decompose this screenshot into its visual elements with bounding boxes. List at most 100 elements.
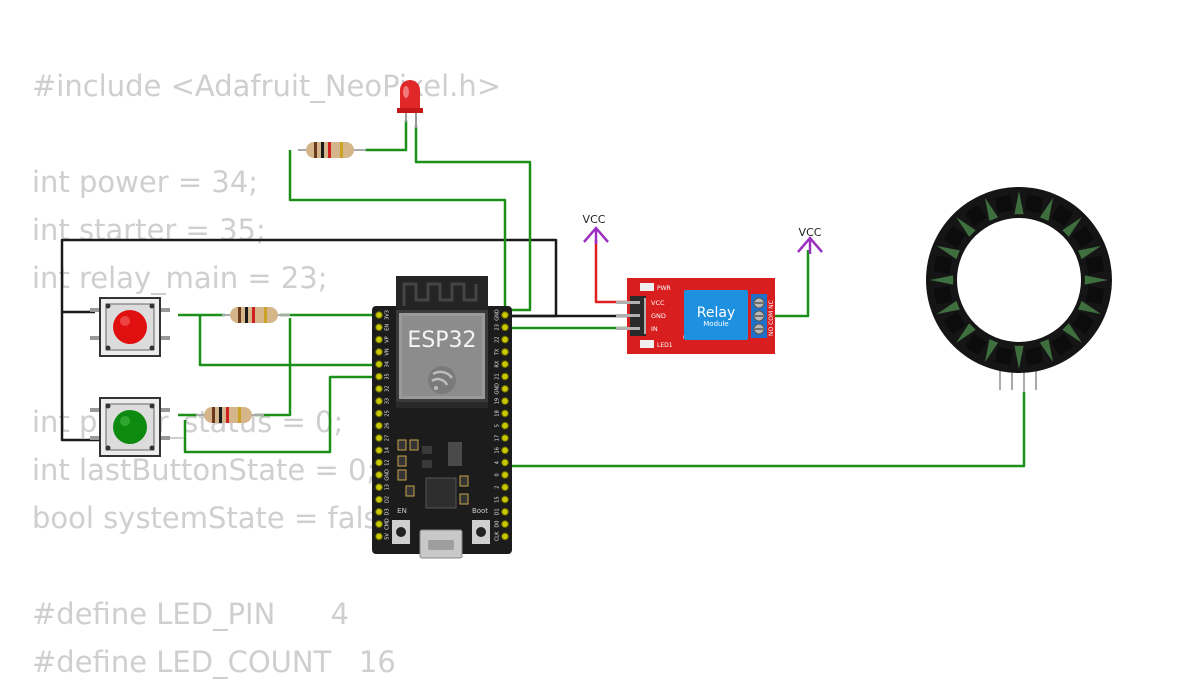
esp32-pin-left[interactable]: [375, 421, 383, 430]
esp32-pin-right[interactable]: [501, 508, 509, 516]
micro-usb-port[interactable]: [419, 529, 463, 559]
boot-button-label: Boot: [472, 507, 488, 515]
relay-module[interactable]: VCC GND IN PWR LED1 Relay Module NO COM …: [616, 278, 775, 354]
neopixel-ring[interactable]: [926, 187, 1112, 392]
esp32-pin-right[interactable]: [501, 434, 509, 442]
esp32-pin-label: 4: [495, 461, 501, 464]
esp32-pin-right[interactable]: [501, 446, 509, 455]
esp32-pin-right[interactable]: [501, 360, 509, 369]
esp32-pin-left[interactable]: [375, 508, 383, 516]
esp32-pin-label: GND: [495, 309, 501, 321]
esp32-pin-left[interactable]: [375, 372, 383, 381]
esp32-board[interactable]: ESP32 EN Boot: [372, 276, 512, 559]
vcc-label-right: VCC: [799, 226, 822, 239]
code-line: #define LED_COUNT 16: [32, 645, 396, 679]
wire-green-button-resistor[interactable]: [255, 318, 292, 417]
esp32-pin-left[interactable]: [375, 397, 383, 405]
esp32-pin-right[interactable]: [501, 385, 509, 393]
esp32-pin-right[interactable]: [501, 483, 509, 492]
esp32-pin-label: GND: [495, 383, 501, 395]
esp32-pin-left[interactable]: [375, 434, 383, 442]
wire-gnd-left-bus[interactable]: [60, 310, 100, 442]
wire-relay-vcc[interactable]: [594, 240, 632, 304]
esp32-pin-right[interactable]: [501, 495, 509, 504]
esp32-pin-right[interactable]: [501, 532, 509, 541]
esp32-pin-label: GND: [385, 469, 391, 481]
green-push-button[interactable]: [90, 397, 170, 457]
esp32-pin-label: TX: [495, 348, 501, 356]
wire-green-button-gpio[interactable]: [183, 375, 378, 454]
esp32-pin-label: 2: [495, 486, 501, 489]
wire-led-cathode[interactable]: [414, 125, 532, 312]
esp32-pin-left[interactable]: [375, 471, 383, 479]
esp32-pin-label: 32: [385, 386, 391, 392]
esp32-pin-label: 14: [385, 447, 391, 453]
esp32-pin-left[interactable]: [375, 385, 383, 393]
neopixel-led: [1051, 204, 1074, 227]
relay-pin-vcc: VCC: [651, 299, 665, 307]
red-led[interactable]: [397, 80, 423, 128]
esp32-pin-left[interactable]: [375, 532, 383, 541]
esp32-pin-right[interactable]: [501, 335, 509, 344]
wire-relay-contact-vcc[interactable]: [768, 250, 810, 318]
esp32-pin-right[interactable]: [501, 397, 509, 405]
wire-red-button-gpio[interactable]: [198, 315, 378, 367]
code-line: #include <Adafruit_NeoPixel.h>: [32, 69, 502, 103]
relay-subtitle: Module: [703, 320, 728, 328]
circuit-canvas: VCC VCC: [60, 80, 1112, 559]
ring-separator: [1062, 217, 1082, 237]
esp32-pin-label: 19: [495, 398, 501, 404]
esp32-pin-left[interactable]: [375, 458, 383, 467]
esp32-pin-label: 5V: [385, 533, 391, 540]
esp32-pin-left[interactable]: [375, 409, 383, 418]
esp32-pin-right[interactable]: [501, 421, 509, 430]
esp32-pin-label: D2: [385, 496, 391, 503]
esp32-pin-left[interactable]: [375, 495, 383, 504]
esp32-pin-left[interactable]: [375, 483, 383, 492]
esp32-pin-right[interactable]: [501, 311, 509, 319]
ring-separator: [1084, 275, 1108, 285]
esp32-pin-label: D3: [385, 508, 391, 515]
resistor-red-button[interactable]: [222, 307, 290, 323]
esp32-pin-label: 27: [385, 435, 391, 441]
red-push-button[interactable]: [90, 297, 170, 357]
ring-separator: [1039, 197, 1054, 221]
esp32-pin-label: 34: [385, 361, 391, 367]
resistor-green-button[interactable]: [196, 407, 264, 423]
antenna-trace: [402, 282, 478, 306]
esp32-pin-left[interactable]: [375, 446, 383, 455]
esp32-pin-right[interactable]: [501, 471, 509, 479]
neopixel-led: [933, 255, 953, 275]
relay-led1-label: LED1: [657, 342, 673, 349]
boot-button[interactable]: [472, 520, 490, 544]
esp32-pin-left[interactable]: [375, 360, 383, 369]
ring-separator: [984, 197, 999, 221]
wire-led-resistor[interactable]: [288, 150, 507, 312]
esp32-pin-left[interactable]: [375, 323, 383, 332]
resistor-led[interactable]: [298, 142, 366, 158]
esp32-pin-label: 25: [385, 410, 391, 416]
en-button[interactable]: [392, 520, 410, 544]
esp32-pin-right[interactable]: [501, 458, 509, 467]
code-line: int power = 34;: [32, 165, 259, 199]
esp32-pin-right[interactable]: [501, 520, 509, 528]
esp32-pin-label: 5: [495, 424, 501, 427]
ring-separator: [1039, 339, 1054, 363]
wire-neopixel-data[interactable]: [510, 392, 1026, 468]
esp32-pin-right[interactable]: [501, 409, 509, 418]
esp32-pin-left[interactable]: [375, 311, 383, 319]
esp32-pin-label: CLK: [495, 531, 501, 541]
ring-separator: [1078, 245, 1102, 260]
esp32-pin-right[interactable]: [501, 323, 509, 332]
neopixel-led: [964, 333, 987, 356]
esp32-pin-right[interactable]: [501, 372, 509, 381]
esp32-pin-left[interactable]: [375, 520, 383, 528]
ring-separator: [1078, 300, 1102, 315]
relay-pwr-label: PWR: [657, 285, 671, 292]
esp32-pin-left[interactable]: [375, 348, 383, 356]
esp32-pin-left[interactable]: [375, 335, 383, 344]
esp32-pin-right[interactable]: [501, 348, 509, 356]
wire-led-anode[interactable]: [365, 120, 408, 152]
relay-pin-gnd: GND: [651, 312, 666, 320]
esp32-pin-label: 26: [385, 423, 391, 429]
